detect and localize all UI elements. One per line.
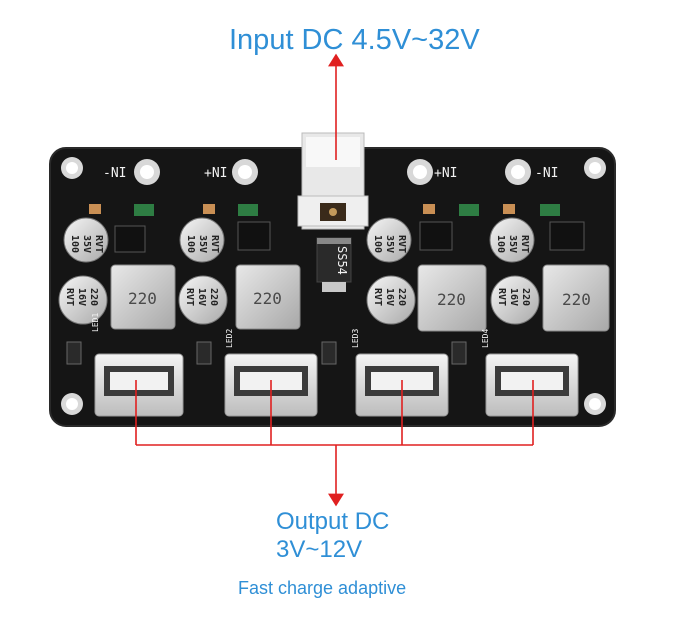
svg-text:LED2: LED2 [225,329,234,348]
diode: SS54 [316,237,352,292]
svg-text:RVT: RVT [496,288,507,306]
svg-text:RVT: RVT [209,235,220,253]
svg-text:16V: 16V [508,288,519,306]
svg-text:35V: 35V [384,235,395,253]
svg-text:220: 220 [253,289,282,308]
usb-port-4 [485,353,579,417]
svg-text:RVT: RVT [519,235,530,253]
channel-4: 100 35V RVT RVT 16V 220 220 LED4 [451,204,610,417]
svg-text:LED1: LED1 [91,313,100,332]
svg-text:16V: 16V [384,288,395,306]
svg-text:220: 220 [437,290,466,309]
pad-label-1: -NI [103,166,126,181]
svg-text:16V: 16V [196,288,207,306]
output-label: Output DC [276,508,390,535]
svg-text:220: 220 [562,290,591,309]
output-voltage-label: 3V~12V [276,536,363,563]
svg-text:RVT: RVT [184,288,195,306]
svg-text:LED3: LED3 [351,329,360,348]
usb-port-1 [94,353,184,417]
svg-text:220: 220 [128,289,157,308]
svg-text:100: 100 [495,235,506,253]
input-pads [134,159,531,185]
svg-text:100: 100 [185,235,196,253]
annotation-lines [135,53,534,507]
mounting-holes [61,157,606,415]
pad-label-3: +NI [434,166,457,181]
svg-text:16V: 16V [76,288,87,306]
svg-text:220: 220 [520,288,531,306]
fast-charge-label: Fast charge adaptive [238,578,407,598]
svg-text:100: 100 [69,235,80,253]
svg-text:RVT: RVT [396,235,407,253]
pad-label-2: +NI [204,166,227,181]
svg-text:220: 220 [396,288,407,306]
channel-2: 100 35V RVT RVT 16V 220 220 LED2 [178,204,318,417]
svg-text:35V: 35V [81,235,92,253]
svg-text:RVT: RVT [64,288,75,306]
svg-text:100: 100 [372,235,383,253]
dc-jack [297,132,369,230]
svg-text:35V: 35V [197,235,208,253]
svg-text:RVT: RVT [372,288,383,306]
svg-text:220: 220 [88,288,99,306]
input-voltage-label: Input DC 4.5V~32V [229,24,480,56]
svg-text:220: 220 [208,288,219,306]
channel-1: 100 35V RVT RVT 16V 220 220 LED1 [58,204,184,417]
svg-text:35V: 35V [507,235,518,253]
svg-text:LED4: LED4 [481,329,490,348]
svg-text:RVT: RVT [93,235,104,253]
pad-label-4: -NI [535,166,558,181]
diode-label: SS54 [335,246,349,275]
